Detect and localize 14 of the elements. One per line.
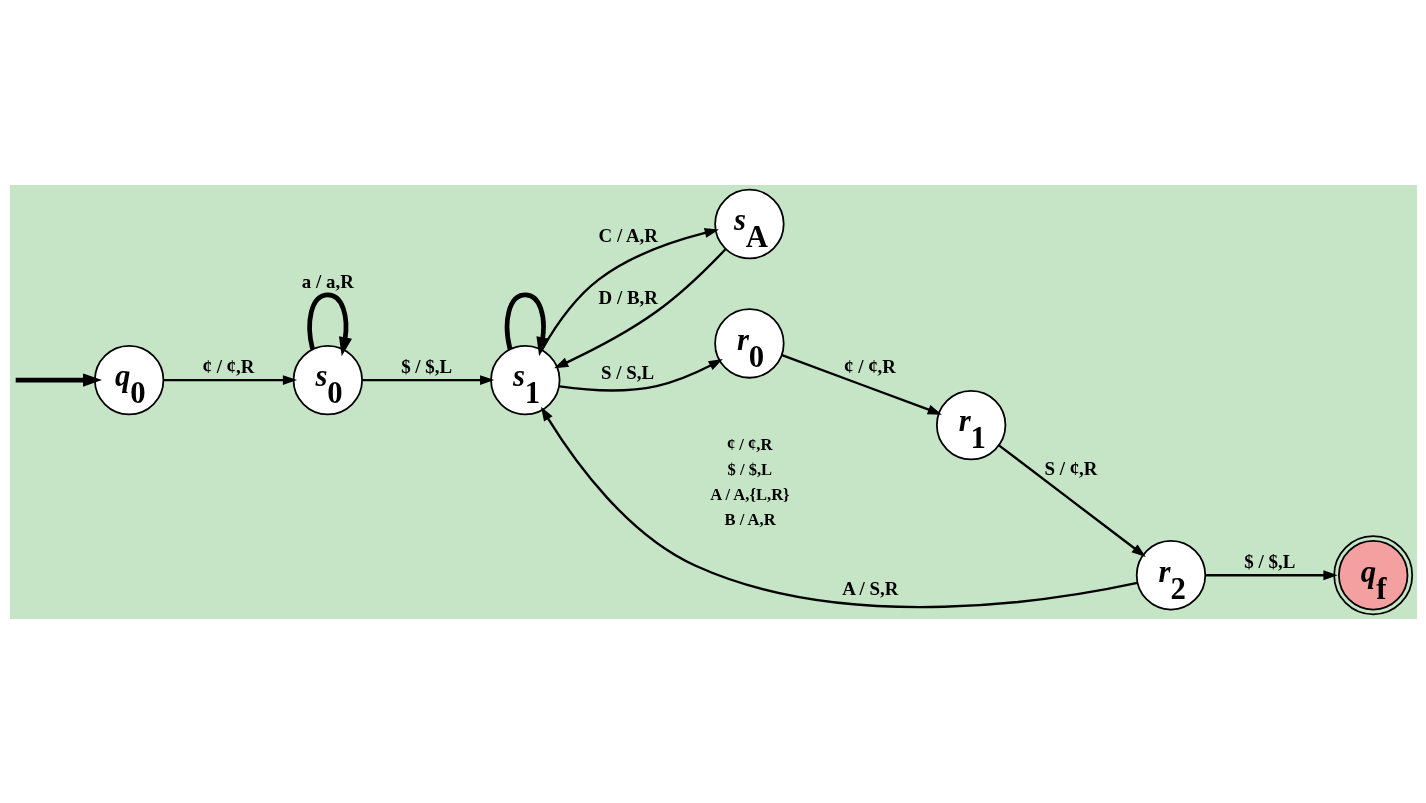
label: B / A,R <box>724 509 776 529</box>
edge-label: ¢ / ¢,R <box>201 355 254 377</box>
label: $ / $,L <box>727 459 772 479</box>
label: ¢ / ¢,R <box>726 434 772 454</box>
edge-label: S / S,L <box>600 361 654 383</box>
edge-label: ¢ / ¢,R <box>843 355 896 377</box>
edge-label: A / S,R <box>841 577 898 599</box>
edge-label: $ / $,L <box>400 355 452 377</box>
label: A / A,{L,R} <box>709 484 790 504</box>
edge-label: C / A,R <box>598 224 658 246</box>
edge-label: S / ¢,R <box>1043 456 1098 478</box>
edge-label: D / B,R <box>598 286 658 308</box>
edge-label: $ / $,L <box>1243 550 1295 572</box>
edge-label: a / a,R <box>301 270 354 292</box>
